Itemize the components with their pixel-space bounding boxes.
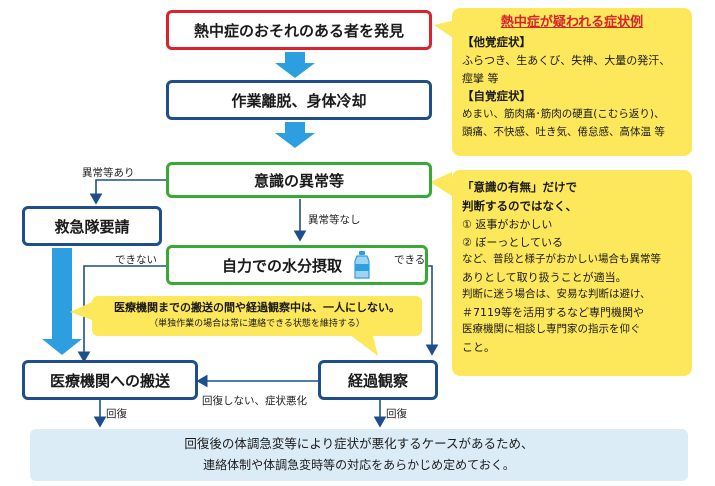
leave-work-label: 作業離脱、身体冷却: [231, 91, 367, 110]
consciousness-label: 意識の異常等: [253, 171, 344, 190]
consciousness-note-line: ② ぼーっとしている: [462, 235, 564, 249]
sky-arrow-1: [275, 52, 315, 78]
bottom-note: 回復後の体調急変等により症状が悪化するケースがあるため、 連絡体制や体調急変時等…: [30, 429, 688, 481]
observe-box: 経過観察: [318, 360, 438, 400]
subjective-line: めまい、筋肉痛･筋肉の硬直(こむら返り)、: [462, 108, 665, 120]
consciousness-box: 意識の異常等: [166, 162, 432, 198]
consciousness-note: 「意識の有無」だけで 判断するのではなく、 ① 返事がおかしい ② ぼーっとして…: [452, 170, 692, 376]
alone-callout-pointer-right: [346, 332, 378, 356]
alone-note-main: 医療機関までの搬送の間や経過観察中は、一人にしない。: [114, 301, 400, 314]
label-abnormal-no: 異常等なし: [308, 214, 361, 226]
sky-arrow-2: [275, 122, 315, 148]
alone-note-sub: （単独作業の場合は常に連絡できる状態を維持する）: [149, 319, 365, 329]
transport-label: 医療機関への搬送: [49, 371, 170, 390]
symptoms-title: 熱中症が疑われる症状例: [500, 15, 644, 30]
label-can: できる: [394, 254, 426, 266]
leave-work-box: 作業離脱、身体冷却: [166, 80, 432, 120]
consciousness-note-line: ＃7119等を活用するなど専門機関や: [462, 305, 644, 319]
discover-box: 熱中症のおそれのある者を発見: [166, 10, 432, 50]
transport-box: 医療機関への搬送: [22, 360, 198, 400]
hydration-label: 自力での水分摂取: [221, 256, 342, 275]
water-bottle-icon: [354, 251, 370, 279]
sky-arrow-ambulance: [42, 248, 82, 355]
symptoms-note: 熱中症が疑われる症状例 【他覚症状】 ふらつき、生あくび、失神、大量の発汗、 痙…: [452, 8, 692, 156]
consciousness-note-line: など、普段と様子がおかしい場合も異常等: [462, 253, 661, 265]
symptoms-callout-pointer: [434, 20, 456, 40]
ambulance-box: 救急隊要請: [22, 206, 162, 246]
hydration-box: 自力での水分摂取: [166, 245, 428, 285]
label-recovered-left: 回復: [106, 408, 127, 420]
objective-line: 痙攣 等: [462, 71, 499, 85]
consciousness-note-line: ① 返事がおかしい: [462, 218, 553, 231]
alone-note: 医療機関までの搬送の間や経過観察中は、一人にしない。 （単独作業の場合は常に連絡…: [92, 296, 422, 336]
connector-can: [425, 265, 439, 356]
consciousness-note-line: 医療機関に相談し専門家の指示を仰ぐ: [462, 323, 641, 335]
consciousness-callout-pointer: [430, 172, 452, 196]
label-recovered-right: 回復: [386, 408, 407, 420]
objective-head: 【他覚症状】: [462, 35, 531, 49]
subjective-head: 【自覚症状】: [462, 89, 531, 103]
consciousness-note-line: こと。: [462, 340, 495, 354]
discover-label: 熱中症のおそれのある者を発見: [193, 21, 404, 40]
consciousness-note-head: 判断するのではなく、: [462, 199, 577, 213]
subjective-line: 頭痛、不快感、吐き気、倦怠感、高体温 等: [462, 125, 665, 138]
label-cannot: できない: [115, 254, 157, 266]
label-abnormal-yes: 異常等あり: [82, 167, 135, 179]
bottom-note-line1: 回復後の体調急変等により症状が悪化するケースがあるため、: [184, 436, 534, 451]
connector-cannot: [77, 265, 176, 363]
consciousness-note-line: 判断に迷う場合は、安易な判断は避け、: [462, 288, 651, 300]
alone-callout-pointer-left: [70, 302, 92, 320]
consciousness-note-head: 「意識の有無」だけで: [462, 180, 577, 194]
objective-line: ふらつき、生あくび、失神、大量の発汗、: [462, 54, 671, 67]
observe-label: 経過観察: [347, 371, 408, 390]
consciousness-note-line: ありとして取り扱うことが適当。: [462, 270, 627, 284]
connector-abnormal-yes: [89, 179, 176, 205]
ambulance-label: 救急隊要請: [54, 217, 130, 236]
bottom-note-line2: 連絡体制や体調急変時等の対応をあらかじめ定めておく。: [203, 458, 515, 472]
label-not-recovered: 回復しない、症状悪化: [202, 395, 307, 407]
